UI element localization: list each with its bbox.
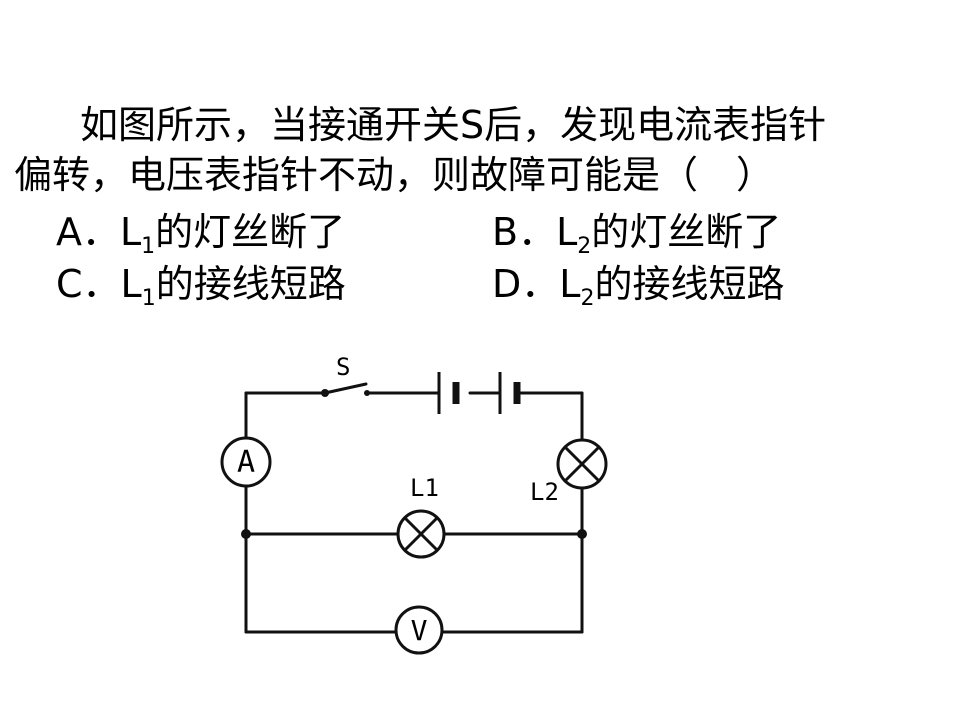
ammeter-circle <box>220 436 272 488</box>
lamp1-label: L1 <box>410 474 439 502</box>
question-text: 如图所示，当接通开关S后，发现电流表指针 偏转，电压表指针不动，则故障可能是（ … <box>14 100 944 200</box>
option-a-prefix: A．L <box>56 210 142 254</box>
question-line-1: 如图所示，当接通开关S后，发现电流表指针 <box>80 103 827 147</box>
lamp2-label: L2 <box>530 478 559 506</box>
junction-right <box>577 529 587 539</box>
ammeter-label: A <box>237 445 255 480</box>
lamp1-cross-b <box>403 516 439 552</box>
option-b-prefix: B．L <box>492 210 578 254</box>
voltmeter-label: V <box>411 614 428 647</box>
option-b-sub: 2 <box>577 234 592 259</box>
option-d-prefix: D．L <box>492 262 581 306</box>
switch-contact-left <box>321 389 329 397</box>
battery <box>437 372 521 414</box>
option-c-sub: 1 <box>141 286 156 311</box>
switch-label: S <box>336 353 350 381</box>
voltmeter-circle <box>394 605 444 655</box>
lamp1-circle <box>396 509 446 559</box>
question-line-2: 偏转，电压表指针不动，则故障可能是（ ） <box>14 153 775 197</box>
option-c-prefix: C．L <box>56 262 142 306</box>
lamp2-circle <box>556 438 608 490</box>
option-a-text: 的灯丝断了 <box>155 210 346 254</box>
option-b[interactable]: B．L2的灯丝断了 <box>492 206 781 258</box>
switch-contact-right <box>364 390 370 396</box>
option-d-text: 的接线短路 <box>594 262 785 306</box>
option-b-text: 的灯丝断了 <box>591 210 782 254</box>
option-c[interactable]: C．L1的接线短路 <box>56 258 346 310</box>
option-a[interactable]: A．L1的灯丝断了 <box>56 206 345 258</box>
switch-blade[interactable] <box>323 382 368 395</box>
option-d-sub: 2 <box>580 286 595 311</box>
lamp2-cross-b <box>563 445 601 483</box>
junction-left <box>241 529 251 539</box>
option-c-text: 的接线短路 <box>155 262 346 306</box>
option-d[interactable]: D．L2的接线短路 <box>492 258 784 310</box>
option-a-sub: 1 <box>141 234 156 259</box>
